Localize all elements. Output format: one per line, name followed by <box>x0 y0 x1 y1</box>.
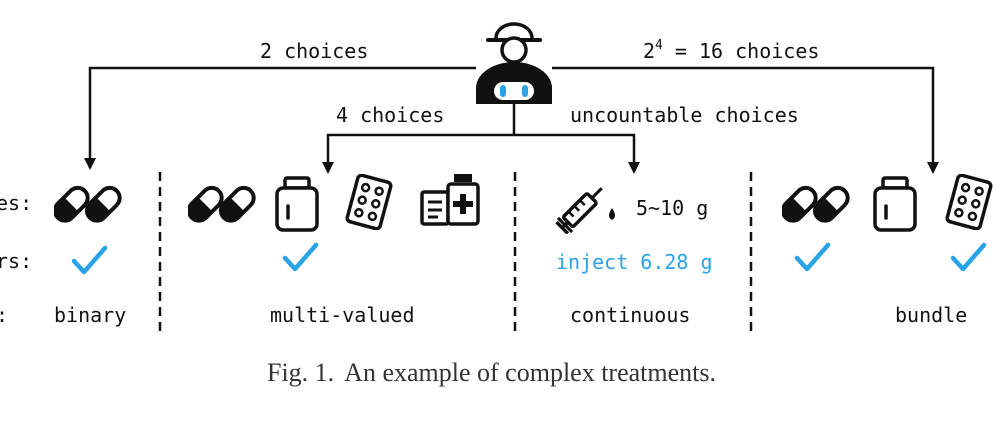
arrow-binary <box>84 66 476 170</box>
check-icon <box>794 242 831 272</box>
check-icon <box>71 245 108 275</box>
capsule-icon <box>54 181 124 227</box>
caption-label: Fig. 1. <box>266 358 335 387</box>
arrow-multi-valued <box>322 133 514 174</box>
type-label-bundle: bundle <box>895 303 967 327</box>
medicine-bottle-icon <box>275 176 319 232</box>
doctor-icon <box>476 22 552 104</box>
column-separators <box>158 172 753 335</box>
type-label-binary: binary <box>54 303 126 327</box>
inject-value: inject 6.28 g <box>556 250 713 274</box>
edge-label-16-choices: 24 = 16 choices <box>643 38 819 63</box>
arrow-continuous <box>514 133 640 174</box>
figure-caption: Fig. 1. An example of complex treatments. <box>0 358 993 388</box>
check-icon <box>950 242 987 272</box>
blister-pack-icon <box>344 174 394 230</box>
caption-text: An example of complex treatments. <box>344 358 716 387</box>
row-label-answers: rs: <box>0 249 32 273</box>
syringe-icon <box>554 179 617 234</box>
blister-pack-icon <box>944 174 993 230</box>
capsule-icon <box>188 181 258 227</box>
medicine-bottle-icon <box>873 176 917 232</box>
type-label-continuous: continuous <box>570 303 690 327</box>
dose-range: 5~10 g <box>636 196 708 220</box>
edge-label-2-choices: 2 choices <box>260 39 368 63</box>
edge-label-4-choices: 4 choices <box>336 103 444 127</box>
medicine-box-icon <box>420 172 480 226</box>
row-label-options: es: <box>0 191 32 215</box>
row-label-type: : <box>0 303 8 327</box>
connector-lines <box>84 66 939 174</box>
capsule-icon <box>782 181 852 227</box>
edge-label-uncountable-choices: uncountable choices <box>570 103 799 127</box>
type-label-multi-valued: multi-valued <box>270 303 415 327</box>
arrow-bundle <box>552 66 939 174</box>
check-icon <box>282 242 319 272</box>
treatment-diagram: 2 choices 24 = 16 choices 4 choices unco… <box>0 22 993 335</box>
